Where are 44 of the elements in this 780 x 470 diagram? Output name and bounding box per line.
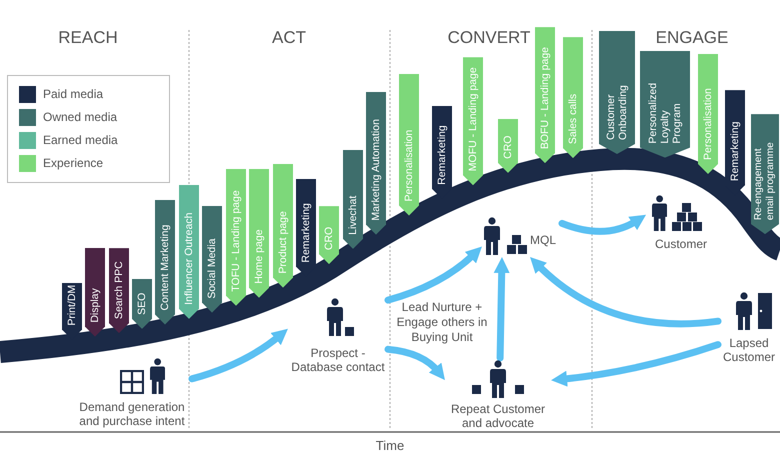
flag-marker: Search PPC <box>109 248 129 334</box>
arrow <box>494 257 510 362</box>
flag-marker: Product page <box>273 164 293 288</box>
flag-marker: Content Marketing <box>155 200 175 324</box>
legend-label: Owned media <box>43 109 118 126</box>
flag-marker: CRO <box>498 119 518 173</box>
legend-label: Paid media <box>43 86 104 103</box>
flag-marker: Sales calls <box>563 37 583 158</box>
node-label: Demand generation and purchase intent <box>78 400 186 428</box>
flag-marker: Re-engagement email programme <box>751 114 779 234</box>
arrow <box>530 257 722 328</box>
node-label: MQL <box>530 233 558 247</box>
flag-marker: Display <box>85 248 105 337</box>
flag-marker: TOFU - Landing page <box>226 169 246 306</box>
flag-marker: Personalisation <box>399 74 419 216</box>
flag-marker: Personalisation <box>698 54 718 174</box>
arrow <box>188 328 288 382</box>
legend-label: Earned media <box>43 132 118 149</box>
flag-marker: Influencer Outreach <box>179 185 199 319</box>
phase-heading: REACH <box>58 28 118 48</box>
phase-heading: CONVERT <box>448 28 530 48</box>
flag-marker: SEO <box>132 279 152 329</box>
flag-marker: MOFU - Landing page <box>463 57 483 186</box>
flag-marker: Home page <box>249 169 269 298</box>
flag-marker: Personalized Loyalty Program <box>640 51 690 158</box>
node-label: Repeat Customer and advocate <box>450 402 546 430</box>
legend-label: Experience <box>43 155 104 172</box>
phase-heading: ENGAGE <box>656 28 728 48</box>
node-label: Lapsed Customer <box>722 336 776 364</box>
phase-heading: ACT <box>272 28 306 48</box>
arrow <box>551 341 722 387</box>
flag-marker: Customer Onboarding <box>599 31 635 154</box>
flag-marker: Social Media <box>202 206 222 313</box>
arrow <box>558 215 646 235</box>
flag-marker: Livechat <box>343 150 363 249</box>
arrow <box>384 346 446 380</box>
axis-label: Time <box>376 438 404 453</box>
arrow <box>384 246 482 304</box>
node-label: Customer <box>654 237 708 251</box>
flag-marker: BOFU - Landing page <box>535 27 555 164</box>
flag-marker: CRO <box>319 206 339 264</box>
flag-marker: Marketing Automation <box>366 92 386 235</box>
node-label: Prospect - Database contact <box>290 346 386 374</box>
edge-label: Lead Nurture + Engage others in Buying Unit <box>396 300 488 345</box>
